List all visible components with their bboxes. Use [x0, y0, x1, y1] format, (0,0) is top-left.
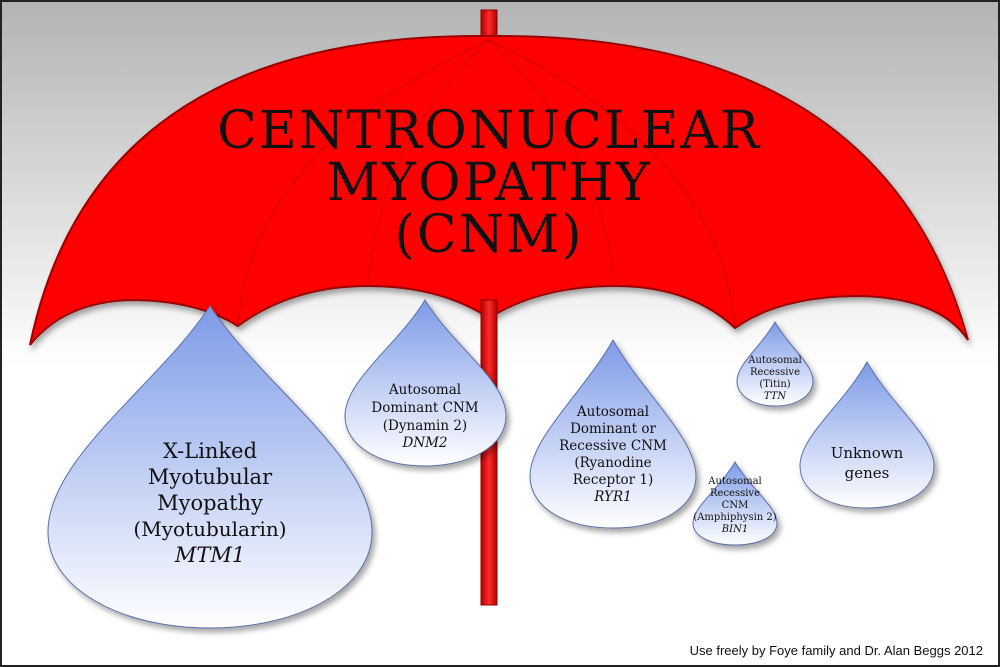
drop-dnm2-shape [344, 299, 507, 467]
umbrella-shaft [480, 299, 498, 606]
drop-mtm1-line-2: Myotubular [148, 465, 273, 489]
drop-bin1-line-3: CNM [722, 500, 749, 511]
umbrella-rib-right-outer [488, 39, 736, 329]
drop-ryr1-shape [529, 338, 697, 529]
drop-ttn-gene: TTN [764, 391, 788, 402]
drop-bin1-gene: BIN1 [721, 524, 748, 535]
drop-ryr1-line-5: Receptor 1) [573, 472, 654, 488]
drop-unknown-line-2: genes [845, 464, 890, 482]
drop-bin1-line-1: Autosomal [707, 476, 762, 487]
title-line-1: CENTRONUCLEAR [217, 101, 761, 161]
drop-ryr1-line-3: Recessive CNM [559, 438, 667, 454]
drop-dnm2-line-3: (Dynamin 2) [383, 418, 467, 434]
drop-ttn-line-1: Autosomal [747, 355, 802, 366]
drop-mtm1: X-Linked Myotubular Myopathy (Myotubular… [47, 305, 373, 629]
drop-unknown-line-1: Unknown [831, 444, 904, 462]
drop-unknown-shape [799, 360, 935, 509]
umbrella-rib-right-inner [488, 39, 616, 287]
drop-ryr1-line-4: (Ryanodine [574, 455, 651, 471]
drop-ryr1-line-2: Dominant or [570, 421, 656, 437]
drop-dnm2-line-1: Autosomal [388, 382, 461, 398]
drop-dnm2: Autosomal Dominant CNM (Dynamin 2) DNM2 [344, 299, 507, 467]
drop-ttn-line-2: Recessive [750, 367, 800, 378]
drop-ryr1: Autosomal Dominant or Recessive CNM (Rya… [529, 338, 697, 529]
drop-bin1: Autosomal Recessive CNM (Amphiphysin 2) … [692, 461, 778, 546]
drop-mtm1-line-4: (Myotubularin) [133, 517, 286, 541]
umbrella-rib-left-outer [237, 39, 490, 327]
title-line-2: MYOPATHY [326, 153, 652, 213]
drop-ttn-line-3: (Titin) [759, 379, 790, 390]
drop-unknown: Unknown genes [799, 360, 935, 509]
drop-ryr1-gene: RYR1 [593, 489, 631, 505]
credit-line: Use freely by Foye family and Dr. Alan B… [690, 643, 983, 658]
drop-dnm2-gene: DNM2 [401, 435, 447, 451]
drop-mtm1-gene: MTM1 [174, 543, 245, 567]
drop-ttn-shape [736, 320, 814, 407]
drop-bin1-shape [692, 461, 778, 546]
umbrella-rib-left-inner [367, 39, 490, 287]
drop-mtm1-shape [47, 305, 373, 629]
drop-bin1-line-4: (Amphiphysin 2) [693, 512, 776, 523]
drop-dnm2-line-2: Dominant CNM [371, 400, 478, 416]
drop-ttn: Autosomal Recessive (Titin) TTN [736, 320, 814, 407]
title-line-3: (CNM) [394, 205, 583, 265]
drop-ryr1-line-1: Autosomal [576, 404, 649, 420]
drop-mtm1-line-1: X-Linked [163, 439, 257, 463]
drop-mtm1-line-3: Myopathy [157, 491, 263, 515]
drop-bin1-line-2: Recessive [710, 488, 760, 499]
